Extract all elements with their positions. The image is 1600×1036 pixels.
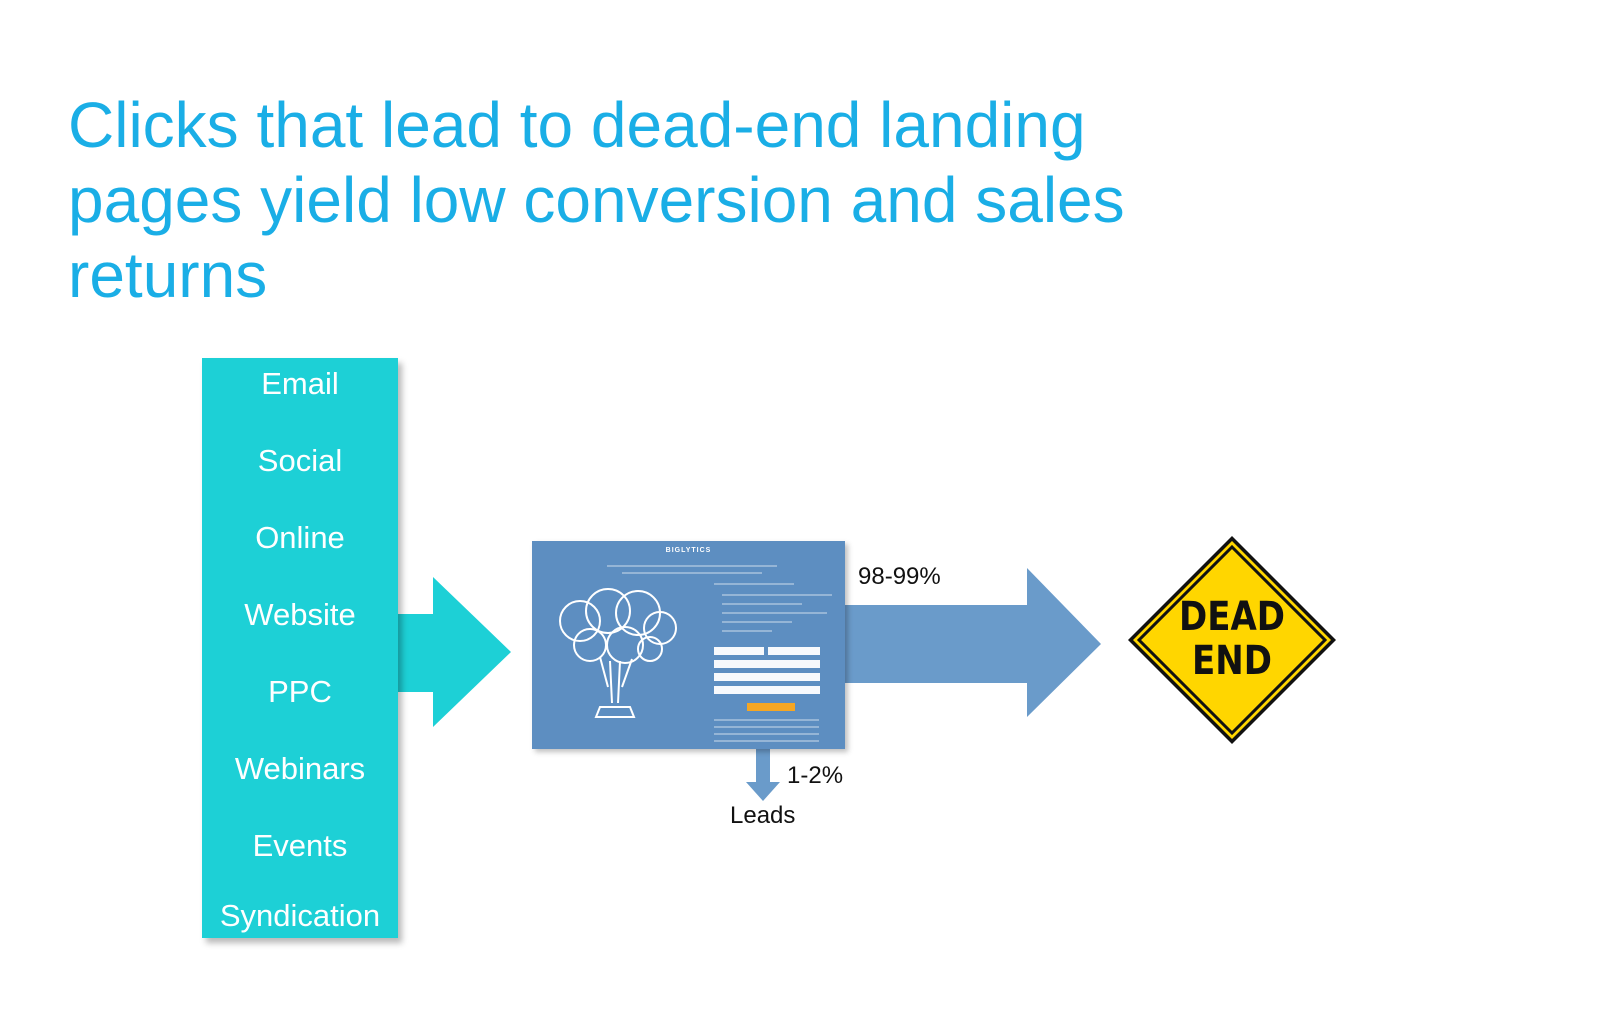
- sign-diamond: [1128, 536, 1336, 744]
- bullet-line: [722, 594, 832, 596]
- intro-text-line: [622, 572, 762, 574]
- bullet-line: [722, 612, 827, 614]
- disclaimer-line: [714, 733, 819, 735]
- title-line-1: Clicks that lead to dead-end landing: [68, 89, 1086, 161]
- slide-title: Clicks that lead to dead-end landing pag…: [68, 88, 1368, 313]
- channel-online: Online: [255, 520, 345, 555]
- title-line-3: returns: [68, 239, 268, 311]
- conversion-rate-label: 1-2%: [787, 762, 844, 789]
- last-name-field: [768, 647, 820, 655]
- disclaimer-line: [714, 719, 819, 721]
- company-field: [714, 673, 820, 681]
- channel-email: Email: [261, 366, 339, 401]
- channel-website: Website: [244, 597, 356, 632]
- exit-rate-label: 98-99%: [858, 563, 941, 590]
- channel-events: Events: [252, 828, 348, 863]
- leads-down-arrow: [746, 748, 780, 801]
- form-heading-line: [714, 583, 794, 585]
- disclaimer-line: [714, 726, 819, 728]
- submit-button: [747, 703, 795, 711]
- channel-ppc: PPC: [268, 674, 332, 709]
- landing-page-thumbnail: BIGLYTICS: [532, 541, 845, 749]
- sign-line-1: DEAD: [1179, 594, 1285, 640]
- bullet-line: [722, 621, 792, 623]
- channel-syndication: Syndication: [219, 898, 381, 933]
- bullet-line: [722, 630, 772, 632]
- channel-webinars: Webinars: [234, 751, 366, 786]
- disclaimer-line: [714, 740, 819, 742]
- email-field: [714, 660, 820, 668]
- dead-end-sign: DEAD END: [1125, 533, 1339, 747]
- phone-field: [714, 686, 820, 694]
- landing-to-deadend-arrow: [842, 568, 1101, 717]
- first-name-field: [714, 647, 764, 655]
- sign-line-2: END: [1192, 638, 1272, 684]
- leads-label: Leads: [730, 802, 796, 829]
- bullet-line: [722, 603, 802, 605]
- channels-to-landing-arrow: [396, 577, 511, 727]
- landing-page-logo: BIGLYTICS: [665, 547, 712, 554]
- channel-social: Social: [257, 443, 343, 478]
- channel-list: Email Social Online Website PPC Webinars…: [202, 358, 398, 938]
- title-line-2: pages yield low conversion and sales: [68, 164, 1125, 236]
- tree-illustration: [559, 588, 677, 718]
- sign-text: DEAD END: [1141, 595, 1323, 683]
- intro-text-line: [607, 565, 777, 567]
